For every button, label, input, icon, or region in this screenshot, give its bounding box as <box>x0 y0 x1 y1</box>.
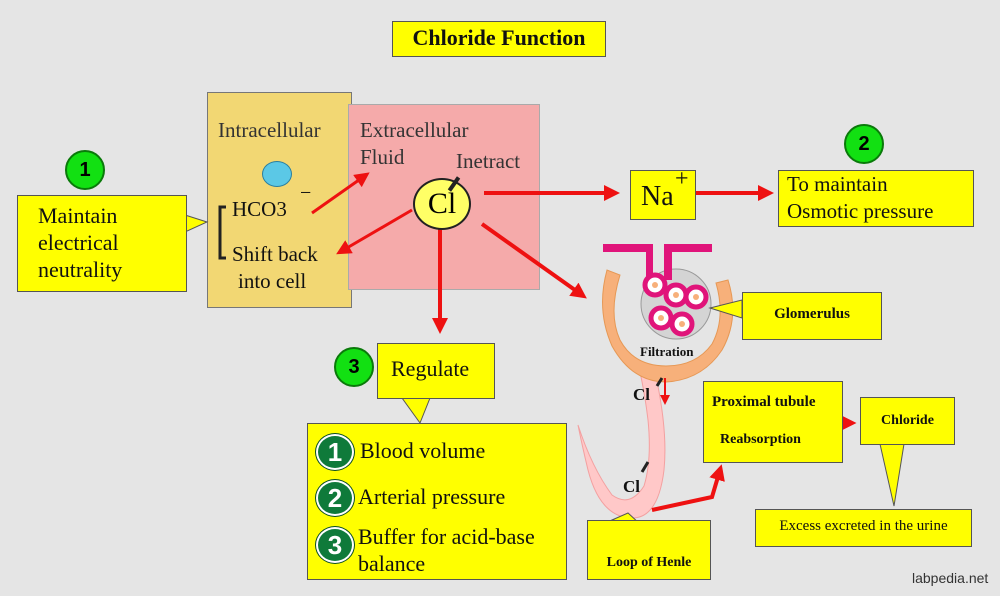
loop-of-henle-shape <box>577 371 666 519</box>
function1-pointer <box>184 214 209 233</box>
chloride-ion-circle: Cl <box>413 178 471 230</box>
item2-badge: 2 <box>316 480 354 516</box>
filtration-cl-label: Cl <box>633 385 650 404</box>
item2-text: Arterial pressure <box>358 484 506 509</box>
extracellular-label: Extracellular <box>360 118 469 142</box>
excess-box <box>755 509 972 547</box>
proximal-tubule-box <box>703 381 843 463</box>
chloride-label: Chloride <box>881 413 934 428</box>
reabsorption-label: Reabsorption <box>720 432 801 447</box>
function2-badge: 2 <box>844 124 884 164</box>
sodium-box <box>630 170 696 220</box>
function3-badge: 3 <box>334 347 374 387</box>
function1-box <box>17 195 187 292</box>
sodium-symbol: Na <box>641 181 674 212</box>
item1-text: Blood volume <box>360 438 486 463</box>
arrow-to-proximal <box>651 464 725 512</box>
regulate-pointer <box>401 397 431 425</box>
excess-label: Excess excreted in the urine <box>779 518 948 534</box>
loop-of-henle-box <box>587 520 711 580</box>
bicarbonate-charge: − <box>300 182 312 204</box>
function2-line1: To maintain <box>787 172 888 196</box>
intracellular-compartment <box>207 92 352 308</box>
diagram-title: Chloride Function <box>412 25 586 50</box>
filtration-label: Filtration <box>640 344 694 359</box>
function1-line1: Maintain <box>38 203 118 228</box>
intracellular-label: Intracellular <box>218 118 321 142</box>
regulate-label: Regulate <box>391 356 470 381</box>
sodium-charge: + <box>675 166 689 192</box>
bracket <box>218 205 226 260</box>
arrow-shift-back <box>336 208 413 255</box>
function1-line2: electrical <box>38 230 119 255</box>
watermark: labpedia.net <box>912 570 989 586</box>
chloride-ion-symbol: Cl <box>427 187 457 220</box>
arrow-to-extracellular <box>311 172 370 215</box>
title-box <box>392 21 606 57</box>
loop-of-henle-label: Loop of Henle <box>606 555 692 570</box>
item3-text: Buffer for acid-base <box>358 524 535 549</box>
glomerulus-box <box>742 292 882 340</box>
shift-back-line1: Shift back <box>232 242 318 266</box>
bicarbonate-label: HCO3 <box>232 197 287 221</box>
arrow-to-kidney <box>480 222 587 299</box>
interact-label: Inetract <box>456 149 521 173</box>
item3-text-line2: balance <box>358 551 426 576</box>
extracellular-label-fluid: Fluid <box>360 145 405 169</box>
function2-box <box>778 170 974 227</box>
glomerulus-label: Glomerulus <box>774 306 850 322</box>
chloride-pointer <box>879 443 905 507</box>
item1-badge: 1 <box>316 434 354 470</box>
glomerulus-vessels <box>603 244 712 280</box>
shift-back-line2: into cell <box>238 269 307 293</box>
regulate-box <box>377 343 495 399</box>
item3-badge: 3 <box>316 527 354 563</box>
chloride-box <box>860 397 955 445</box>
function2-line2: Osmotic pressure <box>787 199 934 223</box>
function1-line3: neutrality <box>38 257 123 282</box>
proximal-tubule-label: Proximal tubule <box>712 394 816 410</box>
capillary-loops-icon <box>642 272 709 337</box>
bowman-capsule <box>602 269 734 383</box>
function1-badge: 1 <box>65 150 105 190</box>
cell-oval-icon <box>262 161 292 187</box>
loop-cl-label: Cl <box>623 477 640 496</box>
